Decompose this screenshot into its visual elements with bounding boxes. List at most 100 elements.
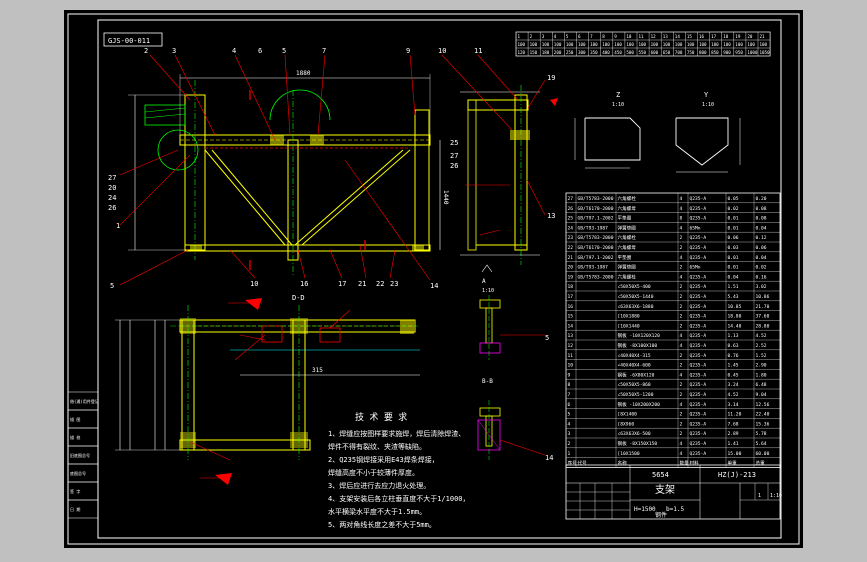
bom-cell: 22: [568, 245, 574, 251]
bom-cell: 2: [680, 421, 683, 427]
bom-cell: Q235-A: [690, 402, 707, 408]
svg-text:9: 9: [406, 47, 410, 55]
bom-cell: 六角螺栓: [618, 273, 637, 280]
bom-cell: 37.60: [756, 314, 770, 320]
bom-cell: 0.20: [756, 196, 767, 202]
svg-text:19: 19: [547, 74, 555, 82]
detail-view-z: Z 1:10: [574, 91, 641, 169]
bom-cell: 1: [568, 451, 571, 457]
bom-cell: 4: [680, 451, 683, 457]
bom-cell: 3.14: [728, 402, 739, 408]
svg-text:23: 23: [390, 280, 398, 288]
param-cell: 100: [675, 42, 683, 47]
drawing-frame-outer: [67, 13, 800, 545]
bom-cell: 8: [680, 216, 683, 222]
bom-cell: Q235-A: [690, 441, 707, 447]
label-section-d: D-D: [292, 294, 305, 302]
bom-cell: Q235-A: [690, 353, 707, 359]
bom-header-cell: 材料: [690, 460, 700, 467]
bom-cell: [10X1880: [618, 314, 640, 320]
bom-cell: 6: [568, 402, 571, 408]
bom-cell: 1.80: [756, 372, 767, 378]
bom-cell: 钢板 -8X150X150: [618, 440, 658, 447]
param-cell: 16: [699, 34, 705, 39]
param-cell: 14: [675, 34, 681, 39]
bom-cell: 11: [568, 353, 574, 359]
bom-cell: [10X1500: [618, 451, 640, 457]
param-cell: 500: [626, 50, 634, 55]
front-callouts: 2 3 4 5 7 6 9 1 5 10 16 17 21 22 23 14 2…: [108, 47, 438, 290]
param-cell: 2: [530, 34, 533, 39]
param-cell: 5: [566, 34, 569, 39]
bom-cell: 24: [568, 225, 574, 231]
bom-cell: Q235-A: [690, 206, 707, 212]
param-cell: 200: [554, 50, 562, 55]
bom-cell: 4: [568, 421, 571, 427]
param-cell: 1050: [760, 50, 771, 55]
bom-cell: 10.86: [756, 294, 770, 300]
bom-cell: 0.06: [756, 245, 767, 251]
svg-text:26: 26: [108, 204, 116, 212]
bom-cell: 4: [680, 206, 683, 212]
bom-cell: Q235-A: [690, 196, 707, 202]
bom-cell: 27: [568, 196, 574, 202]
bom-cell: 弹簧垫圈: [618, 264, 637, 271]
bom-cell: Q235-A: [690, 274, 707, 280]
bom-cell: 六角螺母: [618, 205, 637, 212]
bom-cell: 0.02: [728, 206, 739, 212]
bom-cell: Q235-A: [690, 255, 707, 261]
bom-cell: GB/T93-1987: [578, 225, 609, 231]
param-cell: 100: [578, 42, 586, 47]
front-dim-top: 1880: [296, 70, 311, 77]
param-cell: 350: [590, 50, 598, 55]
param-cell: 8: [602, 34, 605, 39]
bom-cell: 0.01: [728, 265, 739, 271]
param-cell: 15: [687, 34, 693, 39]
bom-cell: 2: [680, 314, 683, 320]
svg-text:27: 27: [450, 152, 458, 160]
bom-cell: 2.52: [756, 343, 767, 349]
tech-req-line: 1、焊缝应按图样要求施焊，焊后清除焊渣、: [328, 429, 465, 438]
bom-cell: [8X1400: [618, 412, 638, 418]
bom-cell: Q235-A: [690, 245, 707, 251]
bom-cell: 12: [568, 343, 574, 349]
param-cell: 700: [675, 50, 683, 55]
svg-text:6: 6: [258, 47, 262, 55]
svg-text:5: 5: [282, 47, 286, 55]
param-cell: 750: [687, 50, 695, 55]
param-cell: 180: [542, 50, 550, 55]
bom-cell: GB/T93-1987: [578, 265, 609, 271]
title-material: 钢件: [655, 511, 667, 519]
bom-cell: Q235-A: [690, 216, 707, 222]
param-cell: 100: [602, 42, 610, 47]
param-cell: 100: [760, 42, 768, 47]
svg-text:2: 2: [144, 47, 148, 55]
svg-text:14: 14: [545, 454, 553, 462]
side-view: 10 11 19 13 25 27 26: [438, 47, 558, 265]
label-section-b: B-B: [482, 378, 493, 385]
bom-cell: Q235-A: [690, 372, 707, 378]
bom-cell: 0.01: [728, 225, 739, 231]
svg-text:7: 7: [322, 47, 326, 55]
param-cell: 21: [760, 34, 766, 39]
param-cell: 17: [711, 34, 717, 39]
bom-cell: ∠50X50X5-860: [618, 382, 651, 388]
param-cell: 100: [735, 42, 743, 47]
bom-cell: 5.43: [728, 294, 739, 300]
bom-cell: 28.80: [756, 323, 770, 329]
bom-cell: 16: [568, 304, 574, 310]
tech-requirements: 技 术 要 求 1、焊缝应按图样要求施焊，焊后清除焊渣、 焊件不得有裂纹、夹渣等…: [328, 411, 470, 529]
bom-cell: GB/T97.1-2002: [578, 216, 614, 222]
param-cell: 13: [663, 34, 669, 39]
bom-cell: 11.20: [728, 412, 742, 418]
bom-cell: 0.63: [728, 343, 739, 349]
drawing-frame-inner: [97, 19, 782, 539]
bom-cell: 7: [568, 392, 571, 398]
svg-text:27: 27: [108, 174, 116, 182]
label-z: Z: [616, 91, 620, 99]
bom-cell: Q235-A: [690, 333, 707, 339]
svg-text:16: 16: [300, 280, 308, 288]
bom-cell: 15.36: [756, 421, 770, 427]
bom-cell: Q235-A: [690, 314, 707, 320]
scale-z: 1:10: [612, 102, 624, 108]
